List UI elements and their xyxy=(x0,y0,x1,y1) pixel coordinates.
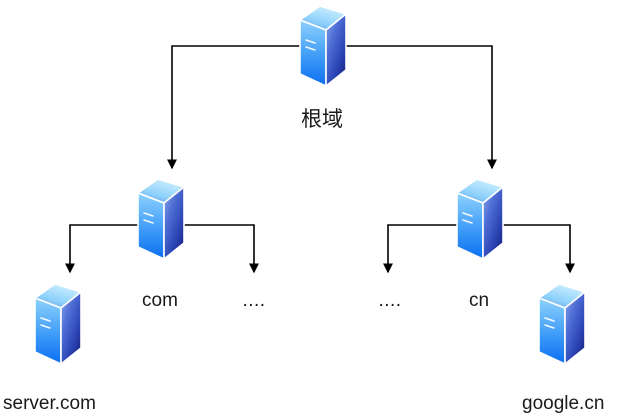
node-label-cn: cn xyxy=(468,290,490,311)
connector-root-to-cn xyxy=(322,45,497,170)
connector-cn-to-google-cn xyxy=(479,224,575,274)
node-google-cn[interactable] xyxy=(537,282,587,368)
connector-root-to-com xyxy=(167,45,322,170)
connector-com-to-server-com xyxy=(65,224,160,274)
node-label-com: com xyxy=(142,290,178,311)
node-root[interactable] xyxy=(298,4,348,90)
server-icon xyxy=(456,178,504,260)
node-com[interactable] xyxy=(136,177,186,263)
connector-com-to-other xyxy=(160,224,259,274)
node-label-com-other: .... xyxy=(242,290,266,311)
node-label-cn-other: .... xyxy=(378,290,402,311)
node-label-root: 根域 xyxy=(301,107,343,131)
node-label-server-com: server.com xyxy=(3,393,96,414)
node-cn[interactable] xyxy=(455,177,505,263)
server-icon xyxy=(34,283,82,365)
node-server-com[interactable] xyxy=(33,282,83,368)
connector-cn-to-other xyxy=(383,224,479,274)
server-icon xyxy=(299,5,347,87)
server-icon xyxy=(538,283,586,365)
node-label-google-cn: google.cn xyxy=(522,393,605,414)
server-icon xyxy=(137,178,185,260)
